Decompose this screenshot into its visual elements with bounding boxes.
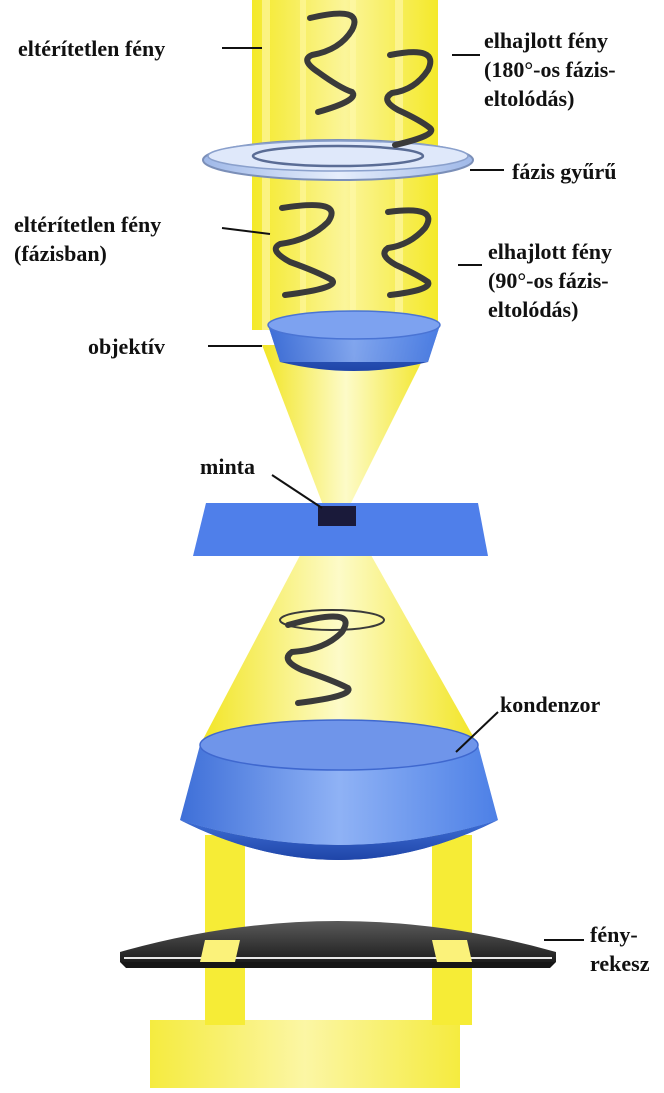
condenser-lens [180,720,498,860]
label-phase-ring: fázis gyűrű [512,157,617,186]
label-undiffracted-light: eltérítetlen fény [18,34,165,63]
label-light-aperture: fény- rekesz [590,920,649,978]
objective-lens [268,311,440,371]
label-undiffracted-in-phase: eltérítetlen fény (fázisban) [14,210,161,268]
label-diffracted-light-90: elhajlott fény (90°-os fázis- eltolódás) [488,237,612,324]
label-specimen: minta [200,452,255,481]
phase-ring [203,140,473,180]
label-objective: objektív [88,332,165,361]
label-diffracted-light-180: elhajlott fény (180°-os fázis- eltolódás… [484,26,616,113]
specimen-plate [193,503,488,556]
light-aperture [120,921,556,968]
label-condenser: kondenzor [500,690,600,719]
